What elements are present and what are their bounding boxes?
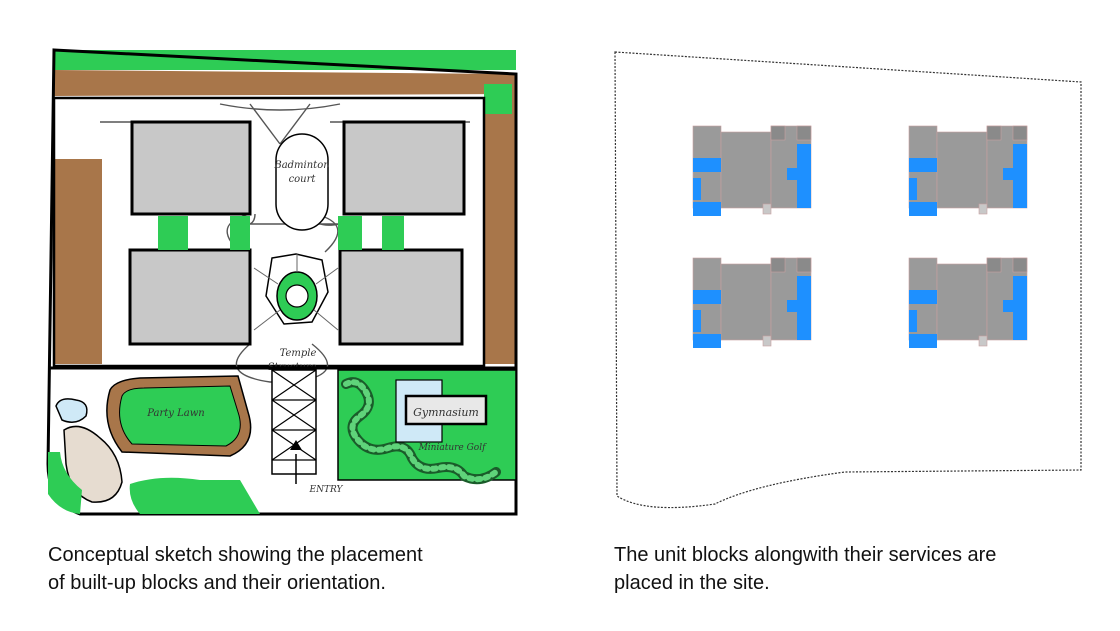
caption-sketch: Conceptual sketch showing the placement … — [48, 541, 568, 597]
conceptual-sketch: Badminton court Temple Structure — [40, 44, 530, 524]
unit-block-bottom-left — [692, 257, 812, 349]
lawn-bottom-center — [129, 477, 260, 514]
site-outline — [614, 51, 1082, 509]
top-road — [54, 70, 516, 96]
block-bottom-right — [338, 248, 464, 346]
unit-block-bottom-right — [908, 257, 1028, 349]
entry-walkway — [271, 369, 317, 484]
temple-label-1: Temple — [280, 348, 317, 359]
caption-site-plan: The unit blocks alongwith their services… — [614, 541, 1094, 597]
green-link-1 — [158, 216, 188, 250]
right-road — [484, 84, 516, 364]
block-bottom-left — [128, 248, 252, 346]
badminton-label-1: Badminton — [273, 160, 329, 171]
unit-block-top-right — [908, 125, 1028, 217]
mini-golf-label: Miniature Golf — [418, 443, 488, 453]
green-link-3 — [338, 216, 362, 250]
gymnasium-box — [404, 394, 488, 426]
green-link-4 — [382, 216, 404, 250]
caption-site-plan-line-2: placed in the site. — [614, 572, 770, 594]
block-top-right — [342, 120, 466, 216]
site-plan — [605, 44, 1095, 524]
caption-site-plan-line-1: The unit blocks alongwith their services… — [614, 544, 997, 566]
caption-sketch-line-1: Conceptual sketch showing the placement — [48, 544, 423, 566]
left-road — [54, 159, 102, 364]
site-plan-drawing — [614, 51, 1082, 509]
badminton-label-2: court — [289, 174, 317, 185]
corner-lawn — [484, 84, 512, 114]
temple-structure — [253, 253, 339, 331]
inner-boundary — [52, 96, 486, 368]
green-link-2 — [230, 216, 250, 250]
entry-label: ENTRY — [309, 485, 344, 495]
block-top-left — [130, 120, 252, 216]
lawn-bottom-left — [48, 452, 82, 514]
party-lawn — [106, 375, 252, 457]
unit-block-top-left — [692, 125, 812, 217]
caption-sketch-line-2: of built-up blocks and their orientation… — [48, 572, 386, 594]
badminton-court-shape — [275, 133, 329, 231]
party-lawn-label: Party Lawn — [146, 408, 204, 419]
gymnasium-label: Gymnasium — [413, 406, 479, 419]
sketch-drawing: Badminton court Temple Structure — [46, 48, 518, 516]
pond — [55, 398, 88, 423]
